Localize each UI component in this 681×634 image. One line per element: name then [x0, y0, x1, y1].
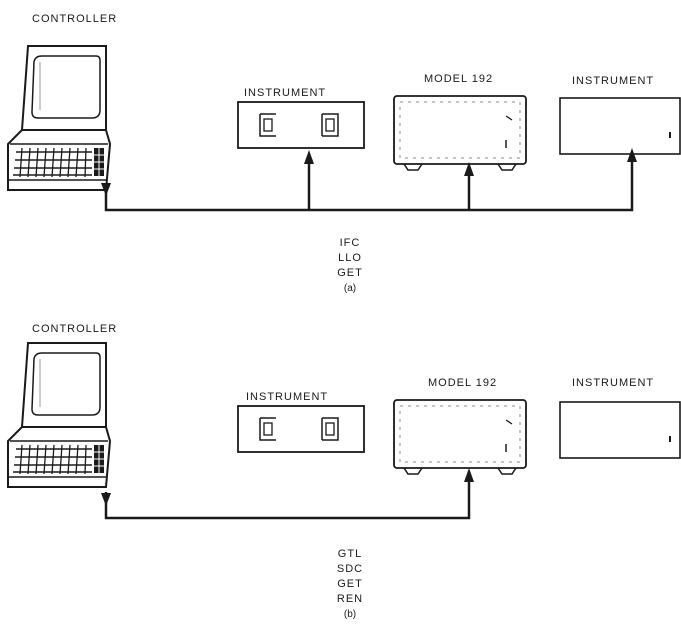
command-ifc: IFC [339, 237, 361, 249]
controller-computer-b [7, 342, 111, 488]
instrument-box-a1 [237, 101, 365, 149]
bus-arrows-a [101, 148, 637, 196]
model-192-box-b [393, 399, 527, 475]
bus-arrows-b [101, 468, 474, 506]
instrument-label-a1: INSTRUMENT [244, 87, 327, 99]
controller-computer-a [7, 45, 111, 191]
instrument-box-b1 [237, 405, 365, 453]
instrument-box-a2 [559, 97, 681, 155]
bus-line-b [104, 478, 471, 520]
bus-line-a [104, 158, 634, 212]
command-get: GET [337, 267, 363, 279]
command-list-b: GTL SDC GET REN (b) [320, 547, 380, 622]
instrument-label-b1: INSTRUMENT [246, 391, 329, 403]
command-sdc: SDC [336, 563, 364, 575]
controller-label-b: CONTROLLER [32, 323, 118, 335]
model-192-box-a [393, 95, 527, 171]
model-192-label-a: MODEL 192 [424, 73, 494, 85]
instrument-label-b2: INSTRUMENT [572, 377, 655, 389]
command-list-a: IFC LLO GET (a) [320, 236, 380, 296]
caption-b: (b) [343, 609, 357, 620]
model-192-label-b: MODEL 192 [428, 377, 498, 389]
controller-label-a: CONTROLLER [32, 13, 118, 25]
command-ren: REN [336, 593, 364, 605]
instrument-box-b2 [559, 401, 681, 459]
instrument-label-a2: INSTRUMENT [572, 75, 655, 87]
command-get: GET [337, 578, 363, 590]
command-llo: LLO [338, 252, 362, 264]
command-gtl: GTL [337, 548, 363, 560]
caption-a: (a) [343, 283, 357, 294]
